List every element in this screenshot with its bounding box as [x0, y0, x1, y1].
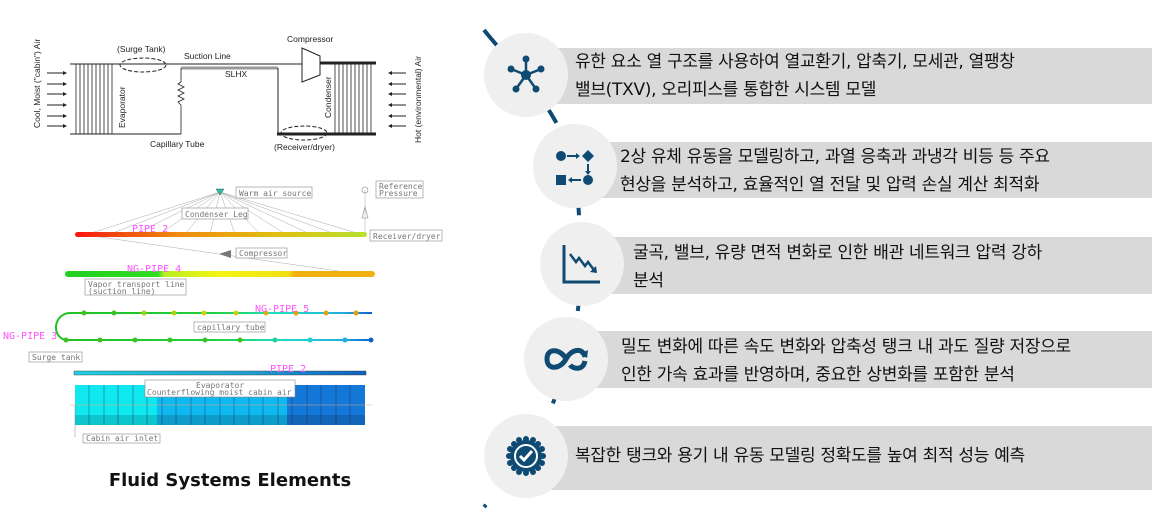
label-surge-tank-node: Surge tank [32, 353, 80, 362]
label-receiver: (Receiver/dryer) [274, 142, 335, 152]
label-evaporator-2: Counterflowing moist cabin air [147, 388, 292, 397]
item-2-line-2: 현상을 분석하고, 효율적인 열 전달 및 압력 손실 계산 최적화 [620, 175, 1040, 195]
label-ng-pipe-3: NG-PIPE 3 [3, 331, 57, 342]
warm-air-source-icon [215, 188, 225, 196]
item-5-line-1: 복잡한 탱크와 용기 내 유동 모델링 정확도를 높여 최적 성능 예측 [575, 446, 1025, 466]
item-bar-3 [600, 237, 1152, 294]
item-bar-2 [580, 142, 1152, 198]
label-reference-pressure-1: Reference [379, 182, 423, 191]
item-1-line-2: 밸브(TXV), 오리피스를 통합한 시스템 모델 [575, 80, 877, 100]
label-condenser: Condenser [323, 76, 333, 118]
decline-chart-icon [562, 245, 600, 284]
label-capillary-tube: Capillary Tube [150, 139, 205, 149]
label-evaporator-1: Evaporator [196, 381, 244, 390]
label-vapor-line-2: (suction line) [88, 287, 155, 296]
item-text-2: 2상 유체 유동을 모델링하고, 과열 응축과 과냉각 비등 등 주요 현상을 … [620, 143, 1050, 199]
item-circle-2 [533, 124, 617, 208]
label-pipe-evaporator: PIPE 2 [270, 364, 306, 375]
label-compressor-node: Compressor [239, 249, 287, 258]
label-ng-pipe-5: NG-PIPE 5 [255, 304, 309, 315]
network-hub-icon [507, 55, 545, 93]
item-3-line-2: 분석 [633, 271, 664, 291]
fluid-systems-figure: Cool, Moist ("cabin") Air (Surge Tank) S… [3, 34, 443, 444]
network-model: Warm air source Reference Pressure Conde… [3, 180, 443, 444]
label-warm-air-source: Warm air source [239, 189, 311, 198]
item-text-3: 굴곡, 밸브, 유량 면적 변화로 인한 배관 네트워크 압력 강하 분석 [633, 239, 1042, 295]
label-compressor: Compressor [287, 34, 333, 44]
label-capillary-tube-node: capillary tube [197, 323, 265, 332]
label-cabin-air-inlet: Cabin air inlet [86, 434, 158, 443]
item-circle-4 [524, 317, 608, 401]
label-vapor-line-1: Vapor transport line [88, 280, 185, 289]
label-reference-pressure-2: Pressure [379, 189, 418, 198]
pipe-evaporator [73, 370, 367, 376]
pipe-vapor-line [65, 271, 375, 277]
label-surge-tank: (Surge Tank) [117, 44, 166, 54]
process-flow-icon [556, 150, 594, 185]
item-4-line-2: 인한 가속 효과를 반영하며, 중요한 상변화를 포함한 분석 [621, 365, 1015, 385]
item-1-line-1: 유한 요소 열 구조를 사용하여 열교환기, 압축기, 모세관, 열팽창 [575, 52, 1015, 72]
item-circle-5 [484, 414, 568, 498]
verified-badge-icon [506, 436, 546, 476]
item-bar-5 [530, 426, 1152, 490]
condenser-leg-lines [87, 190, 366, 273]
refrigeration-schematic [47, 47, 406, 141]
item-circle-1 [484, 33, 568, 117]
infinity-loop-icon [544, 348, 588, 371]
item-3-line-1: 굴곡, 밸브, 유량 면적 변화로 인한 배관 네트워크 압력 강하 [633, 243, 1042, 263]
condenser-fins [334, 63, 372, 134]
figure-caption: Fluid Systems Elements [108, 470, 352, 491]
item-bar-4 [580, 331, 1152, 388]
item-text-5: 복잡한 탱크와 용기 내 유동 모델링 정확도를 높여 최적 성능 예측 [575, 442, 1025, 470]
label-hot-air: Hot (environmental) Air [413, 56, 423, 143]
item-bar-1 [530, 48, 1152, 104]
item-text-1: 유한 요소 열 구조를 사용하여 열교환기, 압축기, 모세관, 열팽창 밸브(… [575, 48, 1015, 104]
evaporator-fins [75, 64, 113, 134]
compressor-icon [219, 250, 231, 258]
reference-pressure-icon [361, 186, 369, 194]
label-slhx: SLHX [225, 69, 248, 79]
label-evaporator: Evaporator [117, 86, 127, 128]
label-ng-pipe-4: NG-PIPE 4 [127, 264, 181, 275]
label-receiver-dryer: Receiver/dryer [373, 232, 441, 241]
compressor-symbol [301, 47, 321, 83]
label-cabin-air: Cool, Moist ("cabin") Air [32, 39, 42, 128]
label-condenser-leg: Condenser Leg [185, 210, 248, 219]
item-circle-3 [540, 222, 624, 306]
item-4-line-1: 밀도 변화에 따른 속도 변화와 압축성 탱크 내 과도 질량 저장으로 [621, 337, 1071, 357]
item-2-line-1: 2상 유체 유동을 모델링하고, 과열 응축과 과냉각 비등 등 주요 [620, 147, 1050, 167]
pipe-condenser [75, 232, 367, 237]
item-text-4: 밀도 변화에 따른 속도 변화와 압축성 탱크 내 과도 질량 저장으로 인한 … [621, 333, 1071, 389]
label-suction-line: Suction Line [184, 51, 231, 61]
cabin-air-arrows [47, 72, 63, 127]
label-pipe-condenser: PIPE 2 [132, 224, 168, 235]
